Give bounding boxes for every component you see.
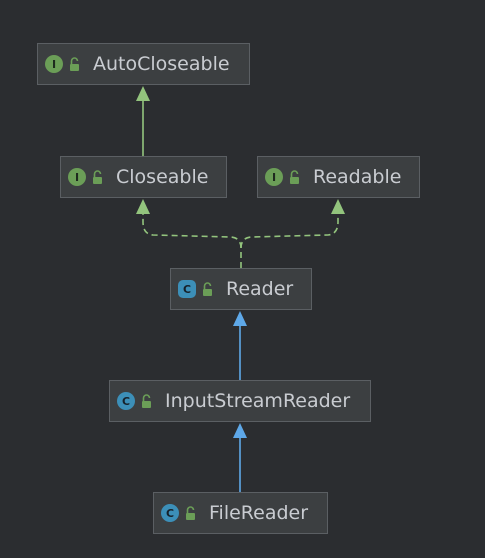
unlocked-lock-icon [290,170,299,184]
node-reader[interactable]: C Reader [170,268,312,310]
unlocked-lock-icon [93,170,102,184]
node-readable[interactable]: I Readable [257,156,420,198]
unlocked-lock-icon [186,506,195,520]
node-closeable[interactable]: I Closeable [60,156,227,198]
edge-reader-to-readable [240,214,339,249]
node-filereader[interactable]: C FileReader [153,492,328,534]
interface-icon: I [68,168,86,186]
unlocked-lock-icon [203,282,212,296]
node-label: Reader [226,278,294,300]
node-label: Closeable [116,166,209,188]
node-label: Readable [313,166,402,188]
interface-icon: I [265,168,283,186]
abstract-class-icon: C [178,280,196,298]
node-inputstreamreader[interactable]: C InputStreamReader [109,380,371,422]
node-label: AutoCloseable [93,53,230,75]
arrowhead-closeable [136,199,150,214]
class-icon: C [161,504,179,522]
node-autocloseable[interactable]: I AutoCloseable [37,43,250,85]
class-icon: C [117,392,135,410]
arrowhead-readable [331,199,345,214]
arrowhead-reader [233,311,247,326]
node-label: FileReader [209,502,309,524]
unlocked-lock-icon [142,394,151,408]
arrowhead-autocloseable [136,86,150,101]
interface-icon: I [45,55,63,73]
node-label: InputStreamReader [165,390,351,412]
edge-reader-to-closeable [142,214,242,268]
unlocked-lock-icon [70,57,79,71]
arrowhead-inputstreamreader [233,423,247,438]
